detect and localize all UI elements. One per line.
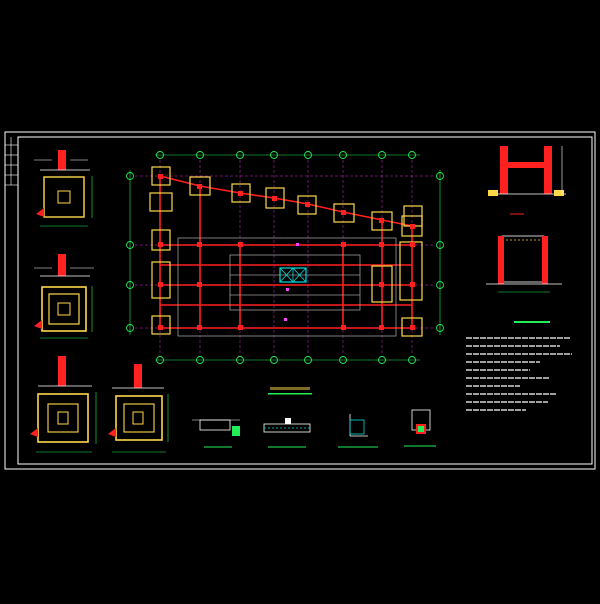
title-strip — [5, 137, 18, 186]
grid-bubbles-left — [126, 172, 134, 332]
grade-beams — [159, 175, 413, 329]
grid-bubbles-bottom — [156, 356, 416, 364]
footing-detail-2 — [34, 254, 94, 339]
column-stubs — [158, 174, 415, 330]
plan-grid-axes — [135, 160, 435, 355]
foundation-plan — [126, 151, 444, 395]
section-detail-a — [192, 419, 240, 448]
section-detail-d — [404, 409, 436, 447]
section-detail-c — [338, 414, 378, 448]
wall-section-1 — [488, 146, 566, 215]
footing-detail-3 — [30, 356, 97, 453]
footing-detail-1 — [34, 150, 93, 227]
section-detail-b — [263, 418, 311, 448]
grid-bubbles-top — [156, 151, 416, 159]
wall-section-2 — [486, 235, 562, 293]
plan-title-mark — [270, 387, 310, 390]
sheet-border — [4, 131, 596, 470]
plan-title-underline — [268, 393, 312, 395]
footing-detail-4 — [108, 364, 169, 453]
grid-bubbles-right — [436, 172, 444, 332]
plan-dimension-lines — [129, 154, 441, 361]
elevator-core — [279, 267, 307, 283]
general-notes — [466, 321, 572, 411]
ground-slab-outline — [177, 237, 397, 337]
pad-footings-left — [149, 192, 173, 335]
section-markers — [284, 243, 299, 321]
